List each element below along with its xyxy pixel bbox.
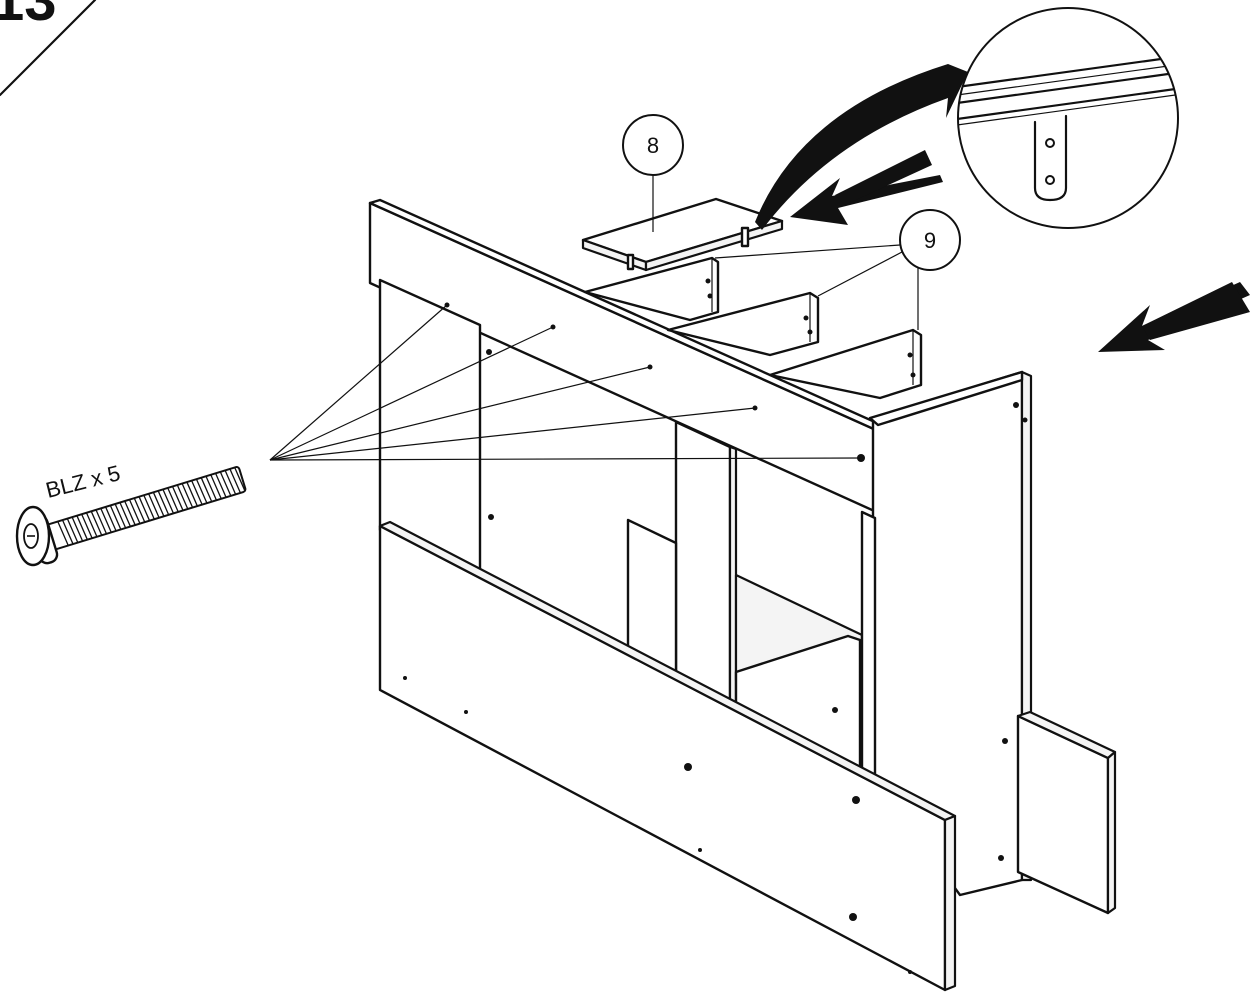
stretcher-1 xyxy=(583,256,720,322)
callout-8: 8 xyxy=(622,114,684,232)
bolt-icon xyxy=(15,466,247,567)
step-number: 13 xyxy=(0,0,57,33)
insert-arrow-icon xyxy=(790,150,943,225)
stretcher-2 xyxy=(666,291,820,357)
callout-8-label: 8 xyxy=(647,133,659,158)
stretcher-4 xyxy=(868,370,1024,427)
callout-9-label: 9 xyxy=(924,228,936,253)
right-front-panel xyxy=(1016,710,1117,915)
hardware-label: BLZ x 5 xyxy=(43,460,123,503)
callout-9: 9 xyxy=(714,209,961,330)
step-number-badge: 13 xyxy=(0,0,97,97)
center-divider xyxy=(674,420,738,714)
direction-arrow-icon xyxy=(1098,282,1250,352)
front-plinth-panel xyxy=(378,520,957,992)
right-inner-divider xyxy=(860,510,877,777)
detail-zoom-circle xyxy=(957,7,1179,229)
curved-arrow-icon xyxy=(755,64,968,230)
screw-guide-lines xyxy=(269,302,862,461)
stretcher-3 xyxy=(768,328,923,400)
part-8-panel xyxy=(581,197,784,272)
